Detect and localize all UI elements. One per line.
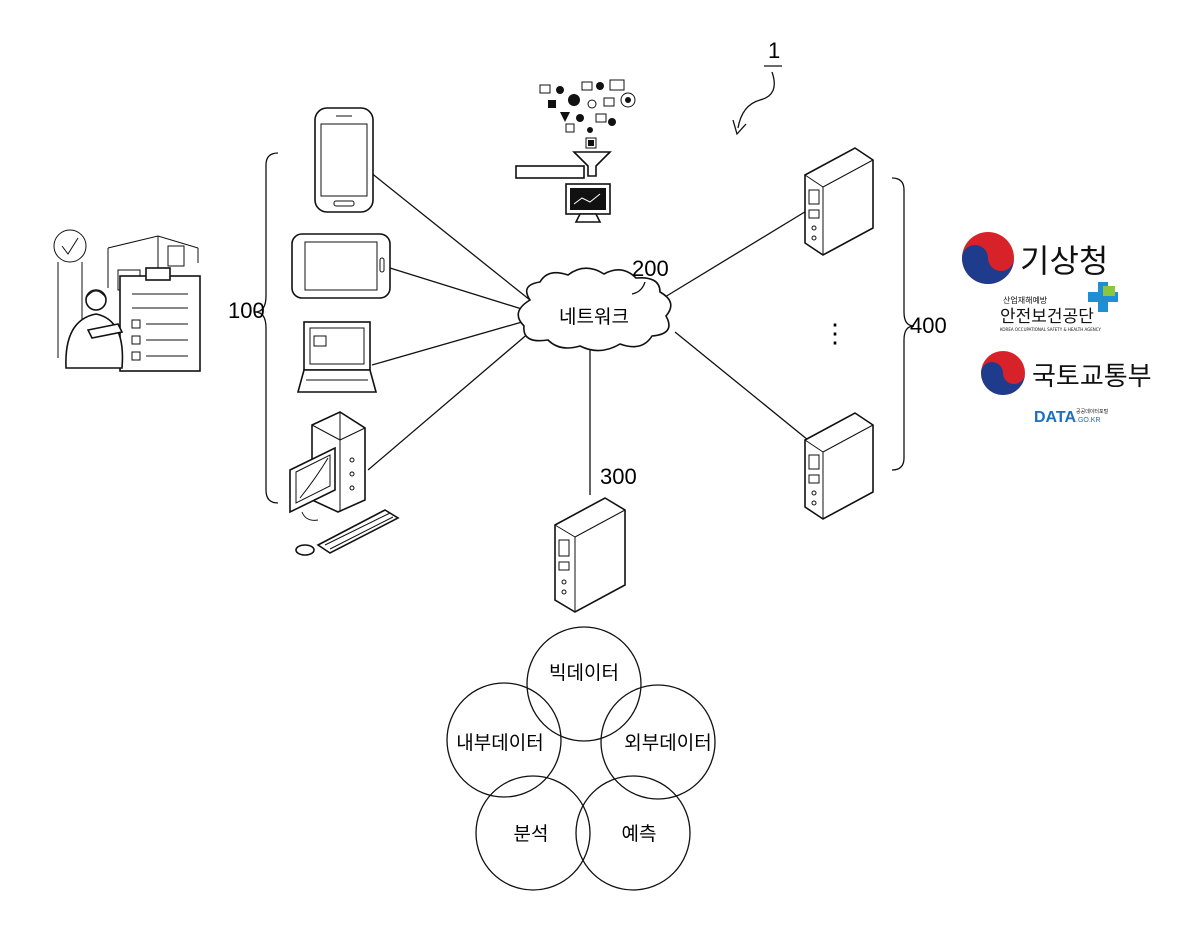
- kosha-logo: 산업재해예방 안전보건공단 KOREA OCCUPATIONAL SAFETY …: [1000, 282, 1118, 332]
- label-200: 200: [632, 256, 669, 281]
- link-phone: [370, 172, 530, 300]
- tablet-icon: [292, 234, 390, 298]
- venn-label-internal: 내부데이터: [456, 732, 543, 754]
- data-portal-domain: .GO.KR: [1076, 417, 1101, 424]
- brace-100: [255, 153, 278, 503]
- kma-logo: 기상청: [962, 232, 1108, 284]
- link-server-400-top: [660, 210, 808, 300]
- clock-icon: [54, 230, 86, 262]
- server-300-icon: [555, 498, 625, 612]
- venn-label-external: 외부데이터: [624, 732, 711, 754]
- bigdata-funnel-illustration: [516, 80, 635, 222]
- link-server-400-bottom: [675, 332, 808, 440]
- venn-label-bigdata: 빅데이터: [549, 662, 619, 684]
- data-portal-subtitle: 공공데이터포털: [1076, 408, 1109, 415]
- desktop-pc-icon: [290, 412, 398, 555]
- label-system-1: 1: [768, 38, 780, 63]
- smartphone-icon: [315, 108, 373, 212]
- worker-illustration: [54, 230, 200, 371]
- kosha-subtitle: 산업재해예방: [1003, 295, 1048, 305]
- data-portal-logo: DATA 공공데이터포털 .GO.KR: [1034, 408, 1109, 426]
- link-tablet: [390, 268, 525, 310]
- venn-circle-bigdata: [527, 627, 641, 741]
- kma-name: 기상청: [1020, 242, 1108, 280]
- kosha-name: 안전보건공단: [1000, 307, 1094, 327]
- ellipsis-dots: ⋮: [822, 318, 848, 348]
- label-300: 300: [600, 464, 637, 489]
- worker-icon: [86, 290, 106, 310]
- server-400-top-icon: [805, 148, 873, 255]
- laptop-icon: [298, 322, 376, 392]
- data-portal-name: DATA: [1034, 409, 1077, 426]
- keyboard-icon: [318, 510, 398, 553]
- label-400: 400: [910, 313, 947, 338]
- molit-name: 국토교통부: [1032, 362, 1152, 392]
- link-desktop: [368, 332, 530, 470]
- venn-label-prediction: 예측: [622, 823, 657, 845]
- kosha-english: KOREA OCCUPATIONAL SAFETY & HEALTH AGENC…: [1000, 327, 1102, 332]
- molit-logo: 국토교통부: [981, 351, 1152, 395]
- label-100: 100: [228, 298, 265, 323]
- venn-label-analysis: 분석: [514, 823, 549, 845]
- ref-arrow: [738, 72, 774, 128]
- network-label: 네트워크: [559, 306, 629, 328]
- server-400-bottom-icon: [805, 413, 873, 519]
- mouse-icon: [296, 545, 314, 555]
